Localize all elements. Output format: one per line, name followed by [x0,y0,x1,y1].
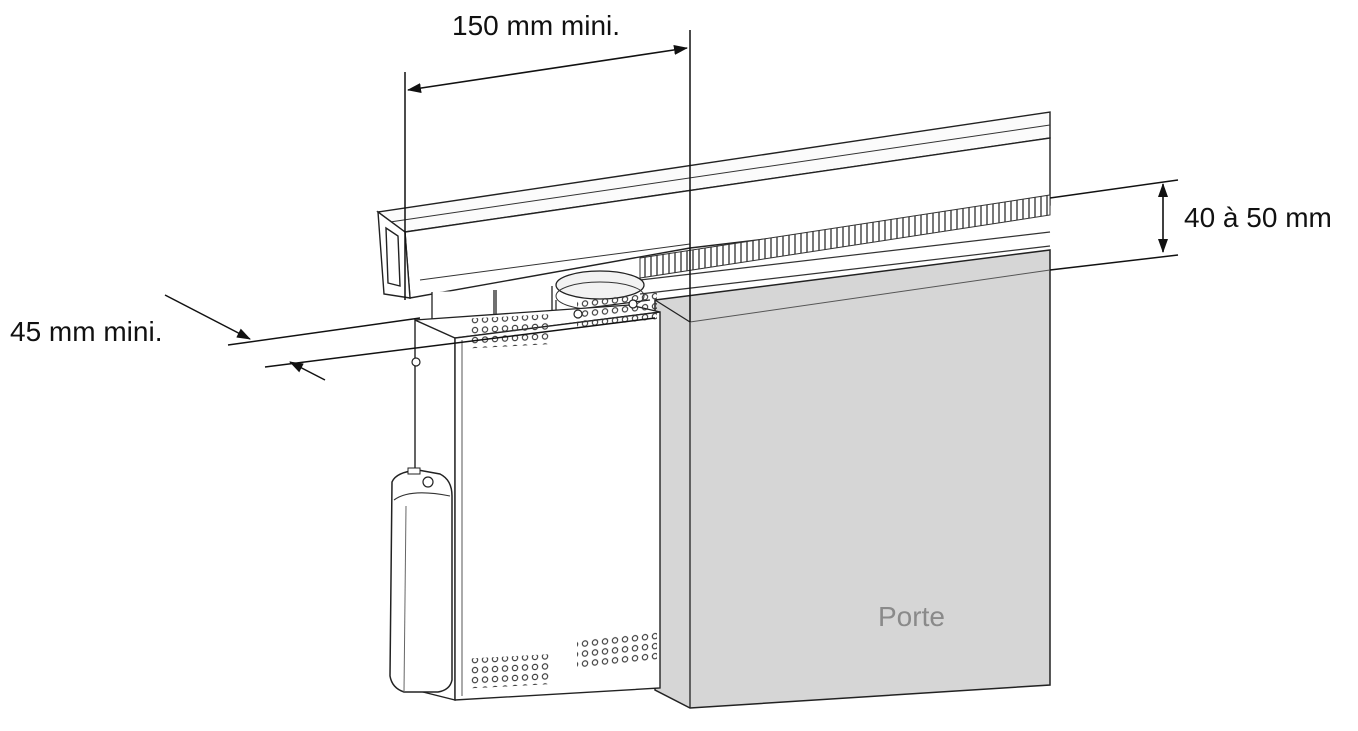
vent-bottom-right [577,630,657,670]
battery-clip [407,467,421,475]
dimension-label-depth: 45 mm mini. [10,316,163,347]
battery-body [389,469,453,693]
dimension-label-rail-height: 40 à 50 mm [1184,202,1332,233]
battery-cap-icon [422,476,434,488]
screw-icon [411,357,421,367]
dimension-rail-height [1049,179,1179,271]
door-top-line [689,269,1051,323]
extension-line-back [227,317,421,346]
screw-icon [573,309,583,319]
rail-lower-line [419,243,691,281]
battery-top-edge [393,492,451,501]
dimension-top-width [404,30,691,322]
door-label: Porte [878,601,945,632]
vent-bottom-left [470,654,550,689]
rail-bottom-line-2 [639,245,1051,295]
dimension-arrow [407,44,688,94]
rail-ridge [389,124,1051,223]
battery-edge [403,505,407,693]
rack-strip [639,194,1051,279]
rail [376,111,1051,299]
dimension-label-top-width: 150 mm mini. [452,10,621,41]
dimension-depth [164,294,656,381]
extension-line-front [264,317,656,368]
dimension-arrow-leader [164,294,251,340]
vent-top-left [470,314,550,349]
rail-end-profile [377,210,411,299]
door-top-edge [654,299,691,323]
screw-icon [628,299,638,309]
extension-line-upper [1049,179,1179,199]
extension-line-lower [1049,254,1179,271]
rail-bottom-line [639,231,1051,281]
dimension-arrow-leader [289,361,326,381]
battery-block [389,467,453,693]
door [654,249,1051,709]
motor-housing [411,290,661,701]
